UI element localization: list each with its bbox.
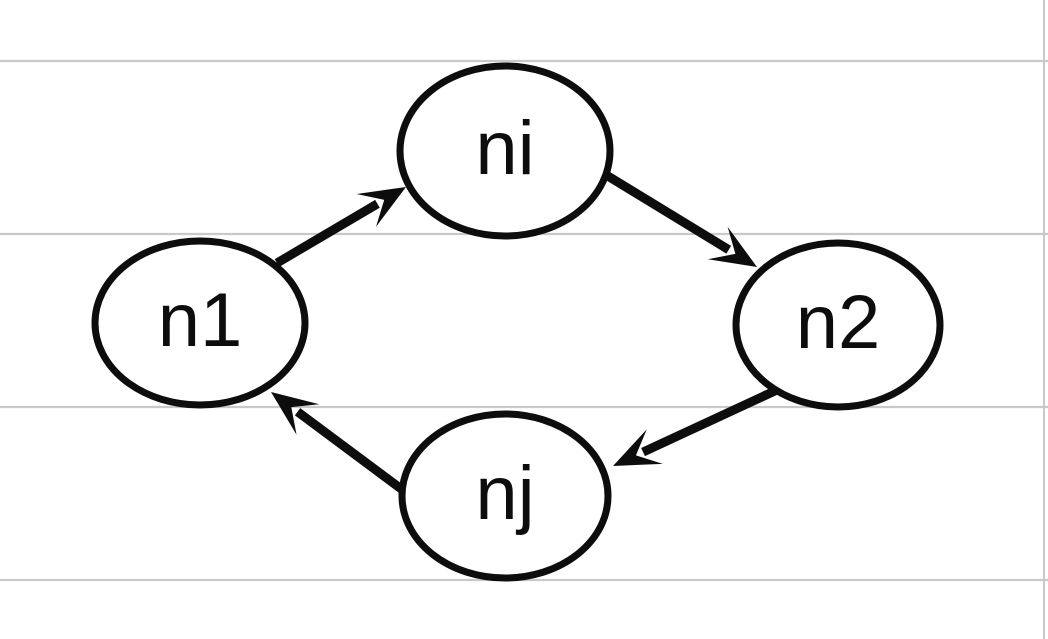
node-label-ni: ni <box>475 106 534 191</box>
edge-shaft-n1-to-ni <box>274 199 380 267</box>
node-label-n1: n1 <box>158 278 243 363</box>
edge-arrowhead-n1-to-ni <box>356 187 406 227</box>
graph-node-nj[interactable]: nj <box>398 410 612 582</box>
node-ellipse-ni <box>396 62 614 240</box>
node-label-nj: nj <box>475 451 534 536</box>
node-ellipse-n2 <box>732 239 944 411</box>
edge-shaft-ni-to-n2 <box>595 166 732 254</box>
edge-shaft-n2-to-nj <box>641 384 781 457</box>
edge-arrowhead-n2-to-nj <box>613 429 663 466</box>
node-label-n2: n2 <box>796 280 881 365</box>
edge-shaft-nj-to-n1 <box>294 408 415 501</box>
graph-edges-group <box>271 166 781 501</box>
edge-arrowhead-ni-to-n2 <box>707 226 757 267</box>
node-ellipse-nj <box>398 410 612 582</box>
edge-arrowhead-nj-to-n1 <box>271 392 320 435</box>
graph-node-ni[interactable]: ni <box>396 62 614 240</box>
graph-node-n2[interactable]: n2 <box>732 239 944 411</box>
node-ellipse-n1 <box>91 237 309 409</box>
graph-node-n1[interactable]: n1 <box>91 237 309 409</box>
graph-nodes-group: n1 ni n2 nj <box>91 62 944 582</box>
